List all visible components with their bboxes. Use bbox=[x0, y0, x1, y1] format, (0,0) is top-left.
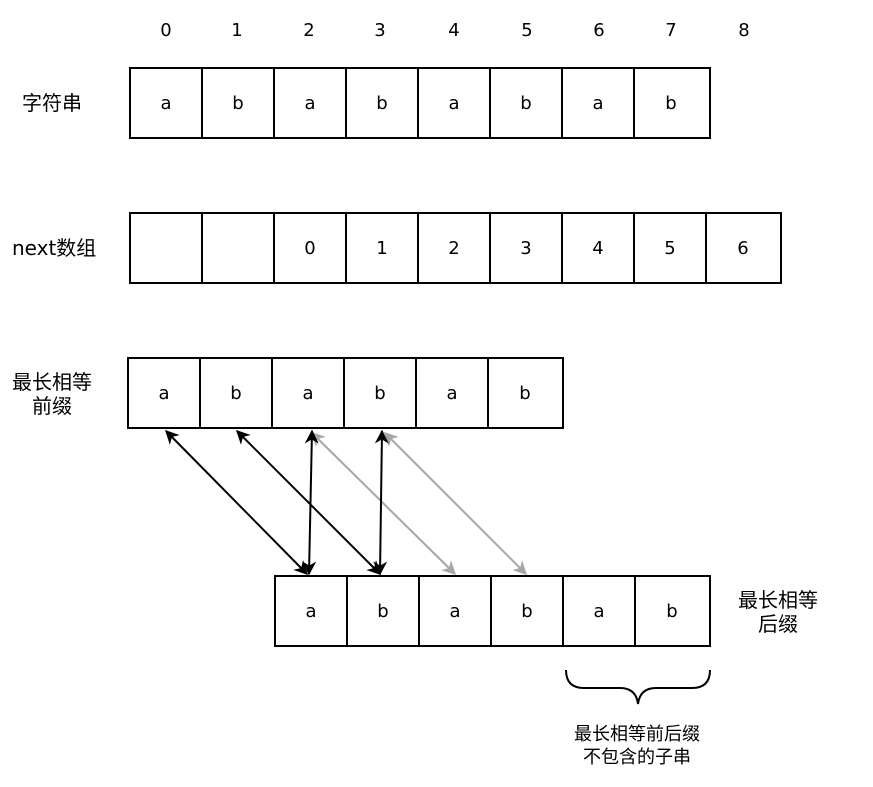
arrow-dark bbox=[165, 430, 308, 575]
next-row-label: next数组 bbox=[12, 236, 97, 260]
prefix-cell: b bbox=[345, 359, 417, 427]
prefix-cell: a bbox=[273, 359, 345, 427]
prefix-row-label: 最长相等 前缀 bbox=[12, 370, 92, 418]
suffix-cell: a bbox=[276, 577, 348, 645]
prefix-cell: b bbox=[519, 382, 531, 404]
string-cell: a bbox=[131, 69, 203, 137]
string-cell: b bbox=[203, 69, 275, 137]
index-label: 4 bbox=[448, 20, 460, 41]
next-cell bbox=[203, 214, 275, 282]
arrow-light bbox=[384, 432, 527, 575]
curly-brace bbox=[565, 669, 711, 705]
index-label: 8 bbox=[738, 20, 750, 41]
next-cell: 3 bbox=[491, 214, 563, 282]
string-row: a b a b a b a b bbox=[129, 67, 711, 139]
arrow-light bbox=[311, 432, 456, 575]
next-cell: 4 bbox=[563, 214, 635, 282]
next-cell: 0 bbox=[275, 214, 347, 282]
suffix-label-line2: 后缀 bbox=[758, 612, 798, 636]
index-label: 3 bbox=[374, 20, 386, 41]
suffix-row: a b a b a b bbox=[274, 575, 711, 647]
suffix-row-label: 最长相等 后缀 bbox=[738, 588, 818, 636]
string-cell: a bbox=[563, 69, 635, 137]
index-label: 2 bbox=[303, 20, 315, 41]
string-cell: a bbox=[419, 69, 491, 137]
prefix-cell: a bbox=[129, 359, 201, 427]
string-cell: a bbox=[275, 69, 347, 137]
prefix-row: a b a b a b bbox=[127, 357, 564, 429]
next-cell: 2 bbox=[419, 214, 491, 282]
next-cell: 5 bbox=[635, 214, 707, 282]
arrow-dark bbox=[373, 429, 389, 576]
suffix-cell: b bbox=[492, 577, 564, 645]
prefix-label-line2: 前缀 bbox=[32, 394, 72, 418]
brace-note-line1: 最长相等前后缀 bbox=[574, 724, 700, 745]
index-label: 7 bbox=[665, 20, 677, 41]
index-label: 5 bbox=[521, 20, 533, 41]
suffix-cell: a bbox=[564, 577, 636, 645]
next-cell: 6 bbox=[737, 237, 749, 259]
suffix-cell: b bbox=[666, 600, 678, 622]
suffix-cell: a bbox=[420, 577, 492, 645]
suffix-cell: b bbox=[348, 577, 420, 645]
prefix-label-line1: 最长相等 bbox=[12, 370, 92, 394]
prefix-cell: b bbox=[201, 359, 273, 427]
string-cell: b bbox=[665, 92, 677, 114]
next-cell bbox=[131, 214, 203, 282]
brace-note-line2: 不包含的子串 bbox=[583, 747, 691, 768]
suffix-label-line1: 最长相等 bbox=[738, 588, 818, 612]
next-cell: 1 bbox=[347, 214, 419, 282]
string-row-label: 字符串 bbox=[22, 91, 82, 115]
prefix-cell: a bbox=[417, 359, 489, 427]
brace-note: 最长相等前后缀 不包含的子串 bbox=[552, 723, 722, 769]
index-label: 1 bbox=[231, 20, 243, 41]
arrow-dark bbox=[302, 429, 319, 576]
string-cell: b bbox=[491, 69, 563, 137]
index-label: 0 bbox=[160, 20, 172, 41]
next-row: 0 1 2 3 4 5 6 bbox=[129, 212, 782, 284]
index-label: 6 bbox=[593, 20, 605, 41]
string-cell: b bbox=[347, 69, 419, 137]
